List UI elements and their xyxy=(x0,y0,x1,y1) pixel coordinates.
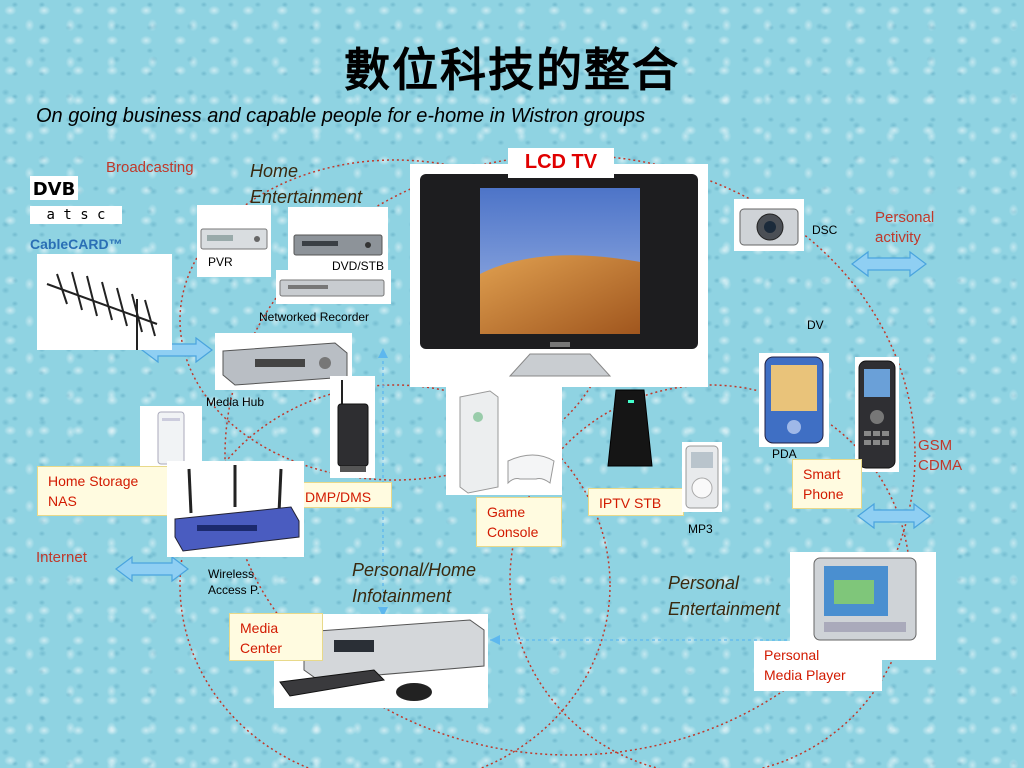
mp3-player-image xyxy=(682,442,722,512)
dvb-logo-text: DVB xyxy=(33,179,76,200)
double-arrow-internet xyxy=(115,555,189,583)
dv-label: DV xyxy=(807,318,824,332)
lcd-tv-label: LCD TV xyxy=(508,148,614,178)
gsm-cdma-label: GSM CDMA xyxy=(918,437,963,474)
personal-entertainment-label: Personal Entertainment xyxy=(668,573,781,619)
pvr-image xyxy=(197,205,271,277)
media-hub-label: Media Hub xyxy=(206,395,265,409)
dsc-camera-image xyxy=(734,199,804,251)
media-center-label: Media Center xyxy=(229,613,323,661)
pvr-label: PVR xyxy=(208,255,233,269)
nas-image xyxy=(140,406,202,470)
wireless-router-image xyxy=(167,461,304,557)
dsc-label: DSC xyxy=(812,223,838,237)
home-storage-nas-label: Home Storage NAS xyxy=(37,466,171,516)
internet-label: Internet xyxy=(36,549,87,566)
personal-activity-label: Personal activity xyxy=(875,209,935,246)
pda-image xyxy=(759,353,829,447)
dvd-stb-label: DVD/STB xyxy=(332,259,385,273)
personal-media-player-label: Personal Media Player xyxy=(754,641,882,691)
atsc-logo: a t s c xyxy=(30,206,122,224)
smart-phone-image xyxy=(855,357,899,472)
dmp-dms-label: DMP/DMS xyxy=(294,482,392,508)
double-arrow-personal-activity xyxy=(851,250,927,278)
dvd-stb-image xyxy=(288,207,388,277)
antenna-image xyxy=(37,254,172,350)
slide-subtitle: On going business and capable people for… xyxy=(36,105,646,127)
iptv-stb-image xyxy=(600,386,662,476)
game-console-label: Game Console xyxy=(476,497,562,547)
double-arrow-gsm xyxy=(857,502,931,530)
cablecard-logo: CableCARD™ xyxy=(30,236,123,252)
iptv-stb-label: IPTV STB xyxy=(588,488,684,516)
broadcasting-label: Broadcasting xyxy=(106,159,194,176)
personal-home-infotainment-label: Personal/Home Infotainment xyxy=(352,560,477,606)
mp3-label: MP3 xyxy=(688,522,713,536)
game-console-image xyxy=(446,387,562,495)
dmp-image xyxy=(330,376,375,478)
pda-label: PDA xyxy=(772,447,797,461)
home-entertainment-label: Home Entertainment xyxy=(250,161,363,207)
personal-home-infotainment-circle xyxy=(179,384,611,768)
dvb-logo: DVB xyxy=(30,176,78,200)
media-hub-image xyxy=(215,333,352,390)
lcd-tv-image xyxy=(410,164,708,387)
networked-recorder-label: Networked Recorder xyxy=(259,310,370,324)
wireless-access-point-label: Wireless Access P. xyxy=(208,567,260,597)
networked-recorder-image xyxy=(276,270,391,304)
smart-phone-label: Smart Phone xyxy=(792,459,862,509)
slide-title: 數位科技的整合 xyxy=(344,43,680,97)
